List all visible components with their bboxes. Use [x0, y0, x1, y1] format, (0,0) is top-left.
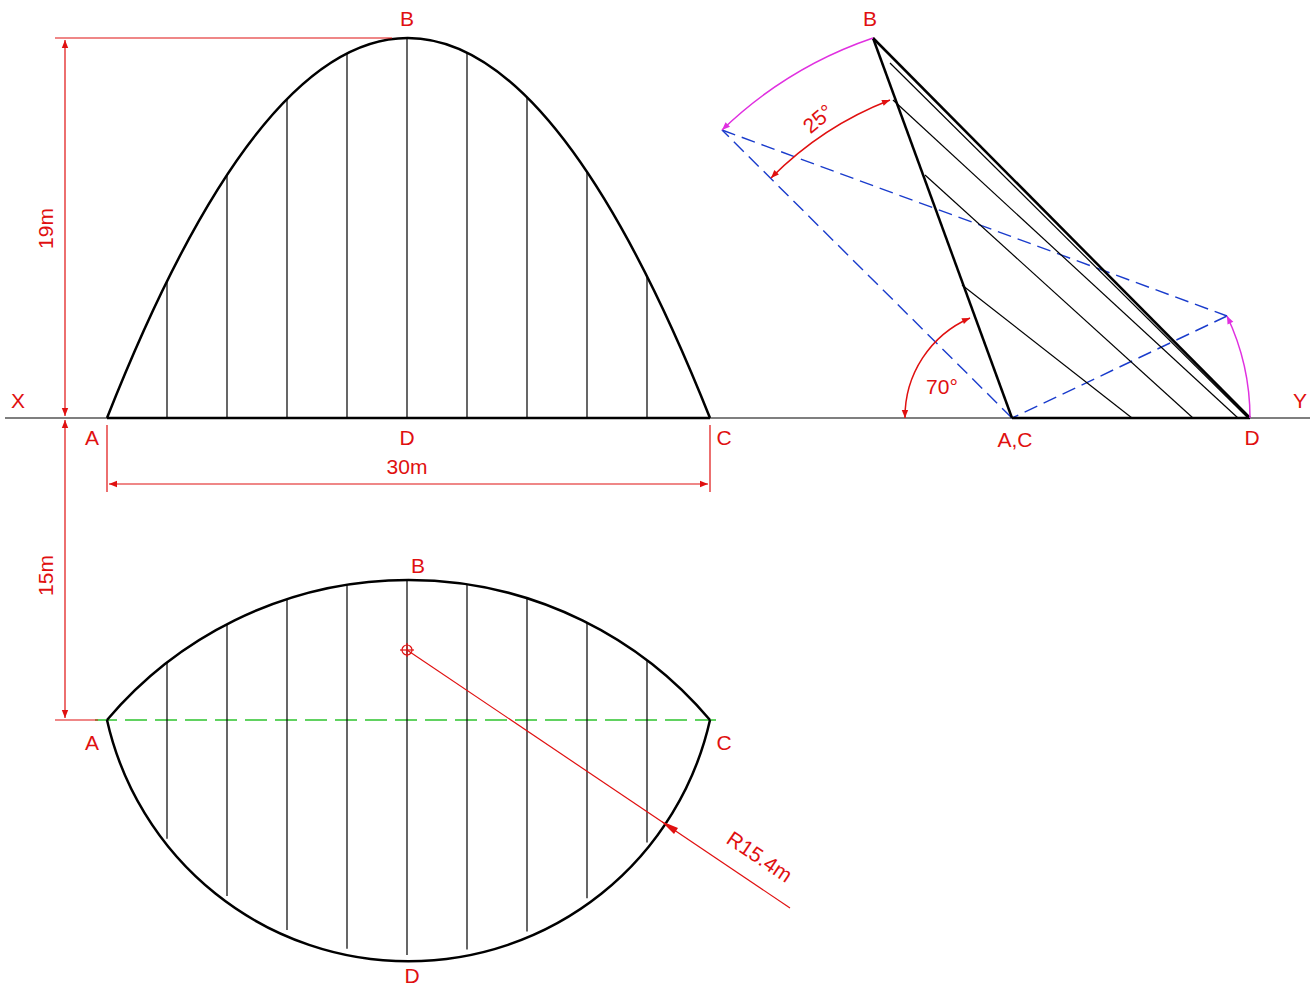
- hatch-line: [526, 97, 527, 418]
- front-view: [107, 38, 710, 418]
- hatch-line: [466, 52, 467, 418]
- point-label: B: [410, 555, 426, 576]
- dimension-text: R15.4m: [723, 826, 797, 886]
- dimension-lines: [55, 38, 790, 908]
- xy-line: [5, 417, 1310, 418]
- hatch-line: [646, 661, 647, 843]
- point-label: D: [398, 427, 415, 448]
- angle-text: 25°: [798, 99, 837, 137]
- hatch-line: [346, 585, 347, 949]
- point-label: B: [862, 8, 878, 29]
- hatch-line: [286, 100, 287, 418]
- axis-label: Y: [1292, 390, 1308, 411]
- hatch-line: [646, 276, 647, 418]
- point-label: A,C: [997, 429, 1034, 450]
- point-label: C: [715, 732, 732, 753]
- hatch-line: [526, 599, 527, 932]
- dimension-text: 15m: [35, 554, 56, 597]
- hatch-line: [406, 38, 407, 418]
- top-view: [95, 580, 716, 961]
- hatch-line: [586, 623, 587, 898]
- hatch-line: [166, 663, 167, 839]
- hatch-line: [226, 176, 227, 418]
- hatch-line: [226, 625, 227, 897]
- hatch-line: [586, 171, 587, 418]
- axis-label: X: [10, 390, 26, 411]
- point-label: A: [84, 732, 100, 753]
- point-label: D: [403, 965, 420, 986]
- point-label: A: [84, 427, 100, 448]
- point-label: C: [715, 427, 732, 448]
- dimension-text: 19m: [35, 207, 56, 250]
- hatch-line: [346, 54, 347, 418]
- angle-text: 70°: [925, 376, 959, 397]
- dimension-text: 30m: [386, 456, 429, 477]
- hatch-line: [406, 580, 407, 955]
- point-label: B: [399, 8, 415, 29]
- hatch-line: [286, 600, 287, 931]
- side-view: [722, 38, 1250, 418]
- hatch-line: [166, 282, 167, 418]
- hatch-line: [466, 585, 467, 950]
- point-label: D: [1243, 427, 1260, 448]
